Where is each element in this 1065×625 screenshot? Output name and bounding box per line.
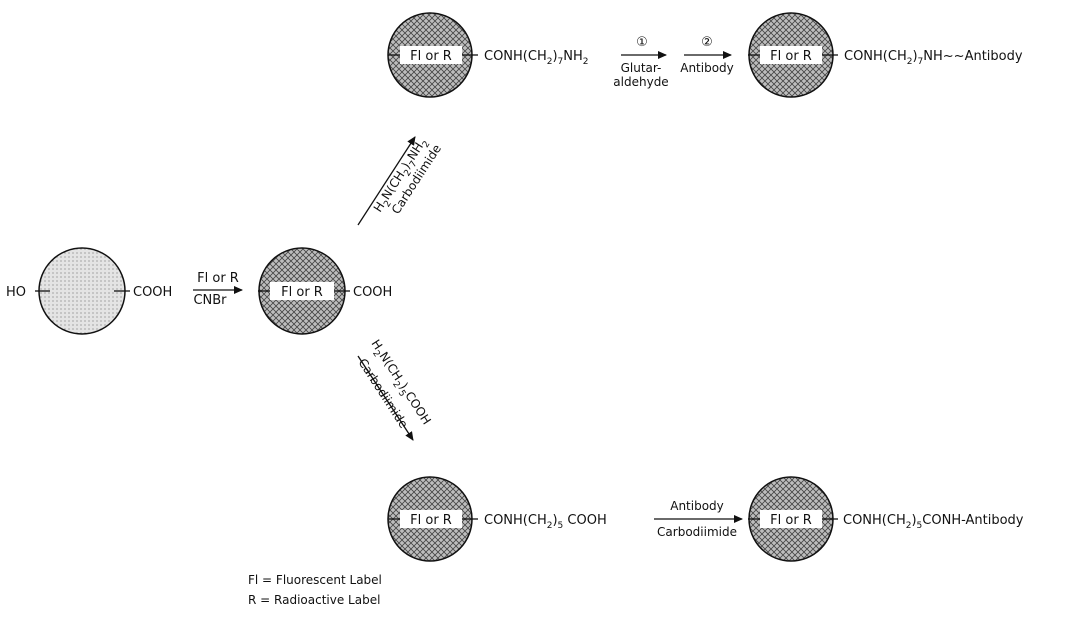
bead-acid-antibody: Fl or R CONH(CH2)5CONH-Antibody: [748, 476, 1024, 562]
arrow-below-label-2: aldehyde: [613, 75, 668, 89]
arrow-above-label: Fl or R: [197, 271, 239, 286]
step-number: ②: [701, 35, 713, 50]
arrow-below-label: CNBr: [193, 293, 227, 308]
arrow-labeling: Fl or R CNBr: [193, 271, 243, 308]
bead-inner-label: Fl or R: [410, 49, 452, 64]
bead-inner-label: Fl or R: [770, 513, 812, 528]
arrow-above-label: Antibody: [670, 499, 724, 513]
bead-right-label: CONH(CH2)5 COOH: [484, 513, 607, 531]
bead-amine: Fl or R CONH(CH2)7NH2: [387, 12, 589, 98]
bead-left-label: HO: [6, 285, 26, 300]
bead-right-label: CONH(CH2)5CONH-Antibody: [843, 513, 1024, 531]
legend: Fl = Fluorescent Label R = Radioactive L…: [248, 573, 382, 607]
bead-inner-label: Fl or R: [281, 285, 323, 300]
step-number: ①: [636, 35, 648, 50]
arrow-below-label: Antibody: [680, 61, 734, 75]
legend-item: Fl = Fluorescent Label: [248, 573, 382, 587]
arrow-antibody-step2: ② Antibody: [680, 35, 734, 75]
arrow-below-label: Carbodiimide: [657, 525, 737, 539]
bead-right-label: CONH(CH2)7NH~~Antibody: [844, 49, 1023, 67]
bead-right-label: COOH: [133, 285, 172, 300]
bead-amine-antibody: Fl or R CONH(CH2)7NH~~Antibody: [748, 12, 1023, 98]
bead-start: HO COOH: [6, 247, 172, 335]
bead-activated: Fl or R COOH: [258, 247, 392, 335]
arrow-pentyl: H2N(CH2)5COOH Carbodiimide: [355, 337, 434, 441]
bead-acid: Fl or R CONH(CH2)5 COOH: [387, 476, 607, 562]
bead-right-label: COOH: [353, 285, 392, 300]
legend-item: R = Radioactive Label: [248, 593, 380, 607]
bead-inner-label: Fl or R: [410, 513, 452, 528]
arrow-glutaraldehyde: ① Glutar- aldehyde: [613, 35, 668, 89]
arrow-antibody-carbodiimide: Antibody Carbodiimide: [654, 499, 743, 539]
arrow-heptyl: H2N(CH2)7NH2 Carbodiimide: [357, 136, 444, 226]
arrow-below-label-1: Glutar-: [621, 61, 662, 75]
bead-circle: [38, 247, 126, 335]
bead-right-label: CONH(CH2)7NH2: [484, 49, 589, 67]
bead-inner-label: Fl or R: [770, 49, 812, 64]
